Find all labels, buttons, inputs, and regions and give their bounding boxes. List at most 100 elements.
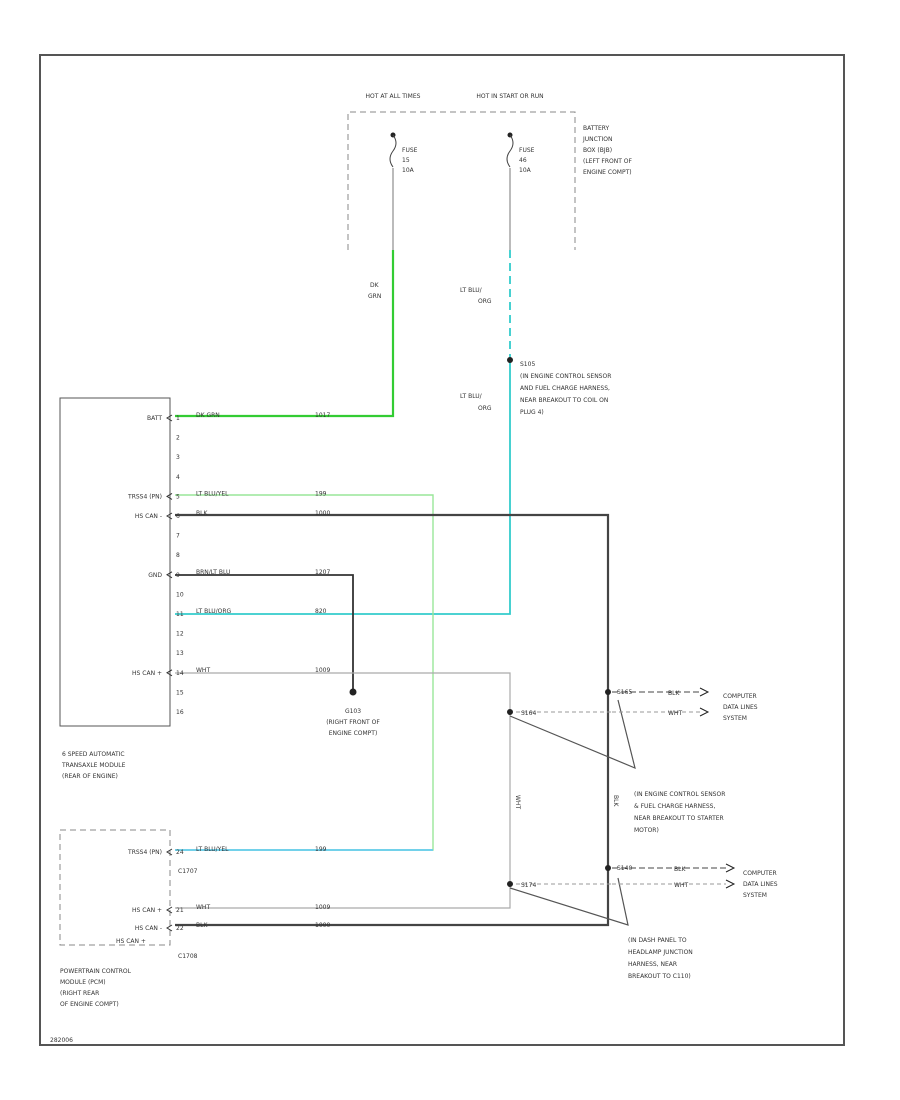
svg-text:DATA LINES: DATA LINES	[723, 704, 758, 711]
svg-text:PLUG 4): PLUG 4)	[520, 409, 544, 416]
pcm-pin-label-24: TRSS4 (PN)	[127, 849, 162, 856]
pcm-name: POWERTRAIN CONTROL MODULE (PCM) (RIGHT R…	[60, 968, 132, 1008]
ground-g103-label: G103 (RIGHT FRONT OF ENGINE COMPT)	[326, 708, 380, 737]
svg-text:FUSE: FUSE	[519, 147, 535, 154]
tcm-pin-label-14: HS CAN +	[132, 670, 162, 677]
svg-text:GRN: GRN	[368, 293, 381, 300]
svg-text:BLK: BLK	[674, 866, 686, 873]
svg-text:6 SPEED AUTOMATIC: 6 SPEED AUTOMATIC	[62, 751, 125, 758]
wire-dkgrn-org	[175, 250, 395, 418]
tcm-pin-color-6: BLK	[196, 510, 208, 517]
svg-text:(RIGHT REAR: (RIGHT REAR	[60, 990, 99, 997]
tcm-pin-circuit-14: 1009	[315, 667, 330, 674]
tcm-pin-label-9: GND	[148, 572, 162, 579]
tcm-pin-circuit-5: 199	[315, 490, 327, 497]
computer-data-lines-lower: BLK WHT COMPUTER DATA LINES SYSTEM	[612, 863, 778, 899]
tcm-pin-num-9: 9	[176, 572, 180, 579]
wire-label-ltblu-org-lower: LT BLU/ ORG	[460, 393, 492, 412]
pcm-pin-num-22: 22	[176, 925, 184, 932]
pcm-pin-color-22: BLK	[196, 922, 208, 929]
hot-in-start-run-label: HOT IN START OR RUN	[476, 93, 543, 100]
svg-text:10A: 10A	[519, 167, 532, 174]
pcm-pin-num-21: 21	[176, 907, 184, 914]
svg-text:15: 15	[402, 157, 410, 164]
wire-label-dkgrn: DK GRN	[368, 282, 381, 300]
pcm-pin-color-24: LT BLU/YEL	[196, 846, 229, 853]
svg-text:10A: 10A	[402, 167, 415, 174]
tcm-module-box	[59, 397, 171, 727]
tcm-pin-label-5: TRSS4 (PN)	[127, 493, 162, 500]
tcm-pin-num-7: 7	[176, 533, 180, 540]
tcm-pin-num-4: 4	[176, 474, 180, 481]
tcm-pin-num-11: 11	[176, 611, 184, 618]
svg-text:DK: DK	[370, 282, 380, 289]
svg-text:SYSTEM: SYSTEM	[743, 892, 767, 899]
wire-brn-ltblu-gnd	[175, 574, 354, 692]
svg-text:AND FUEL CHARGE HARNESS,: AND FUEL CHARGE HARNESS,	[520, 385, 610, 392]
tcm-pin-circuit-9: 1207	[315, 569, 330, 576]
tcm-pin-color-14: WHT	[196, 667, 210, 674]
svg-text:WHT: WHT	[668, 710, 682, 717]
tcm-name: 6 SPEED AUTOMATIC TRANSAXLE MODULE (REAR…	[61, 751, 126, 780]
svg-text:MODULE (PCM): MODULE (PCM)	[60, 979, 106, 986]
svg-text:BATTERY: BATTERY	[583, 125, 610, 132]
computer-data-lines-upper: BLK WHT COMPUTER DATA LINES SYSTEM	[612, 687, 758, 722]
wire-label-ltblu-org-upper: LT BLU/ ORG	[460, 287, 492, 305]
tcm-pin-arrow-9	[166, 571, 173, 579]
pcm-pin-label-22: HS CAN -	[135, 925, 162, 932]
tcm-pin-arrow-5	[166, 492, 173, 500]
tcm-pin-num-2: 2	[176, 435, 180, 442]
tcm-pin-num-15: 15	[176, 689, 184, 696]
svg-text:DATA LINES: DATA LINES	[743, 881, 778, 888]
splice-s164-label: S164	[521, 710, 536, 717]
pcm-pin-circuit-24: 199	[315, 846, 327, 853]
svg-text:OF ENGINE COMPT): OF ENGINE COMPT)	[60, 1001, 119, 1008]
svg-text:LT BLU/: LT BLU/	[460, 287, 483, 294]
tcm-pin-num-12: 12	[176, 631, 184, 638]
tcm-pin-circuit-11: 820	[315, 608, 327, 615]
splice-s174-dot	[507, 881, 513, 887]
tcm-pin-color-9: BRN/LT BLU	[196, 569, 230, 576]
tcm-pin-num-10: 10	[176, 591, 184, 598]
splice-s105-dot	[507, 357, 513, 363]
pcm-pin-num-24: 24	[176, 849, 184, 856]
svg-text:LT BLU/: LT BLU/	[460, 393, 483, 400]
svg-text:HEADLAMP JUNCTION: HEADLAMP JUNCTION	[628, 949, 693, 956]
svg-text:JUNCTION: JUNCTION	[582, 136, 612, 143]
svg-text:ENGINE COMPT): ENGINE COMPT)	[583, 169, 632, 176]
svg-text:ENGINE COMPT): ENGINE COMPT)	[329, 730, 378, 737]
pcm-pin-circuit-22: 1000	[315, 922, 330, 929]
pcm-connector-c1708: C1708	[178, 953, 198, 960]
svg-text:FUSE: FUSE	[402, 147, 418, 154]
wire-wht-hs-can-plus	[175, 672, 511, 909]
svg-text:WHT: WHT	[514, 795, 521, 809]
tcm-pin-num-8: 8	[176, 552, 180, 559]
svg-text:COMPUTER: COMPUTER	[723, 693, 757, 700]
pcm-pin-arrow-22	[166, 924, 173, 932]
svg-text:& FUEL CHARGE HARNESS,: & FUEL CHARGE HARNESS,	[634, 803, 715, 810]
tcm-pin-num-16: 16	[176, 709, 184, 716]
fuse-15-symbol	[389, 134, 397, 168]
tcm-pin-color-5: LT BLU/YEL	[196, 490, 229, 497]
hot-at-all-times-label: HOT AT ALL TIMES	[366, 93, 421, 100]
svg-text:BLK: BLK	[668, 690, 680, 697]
splice-s165-dot	[605, 689, 611, 695]
svg-text:G103: G103	[345, 708, 361, 715]
svg-text:(IN DASH PANEL TO: (IN DASH PANEL TO	[628, 937, 687, 944]
svg-text:TRANSAXLE MODULE: TRANSAXLE MODULE	[61, 762, 126, 769]
svg-text:ORG: ORG	[478, 405, 492, 412]
svg-text:BREAKOUT TO C110): BREAKOUT TO C110)	[628, 973, 691, 980]
tcm-pin-circuit-6: 1000	[315, 510, 330, 517]
splice-s164-dot	[507, 709, 513, 715]
tcm-pin-arrow-1	[166, 414, 173, 422]
svg-text:WHT: WHT	[674, 882, 688, 889]
tcm-pin-color-1: DK GRN	[196, 412, 220, 419]
svg-text:COMPUTER: COMPUTER	[743, 870, 777, 877]
svg-text:(LEFT FRONT OF: (LEFT FRONT OF	[583, 158, 633, 165]
pcm-module-box	[59, 829, 171, 946]
wire-blk-hs-can-minus	[175, 513, 610, 927]
svg-text:HARNESS, NEAR: HARNESS, NEAR	[628, 961, 677, 968]
tcm-pin-label-1: BATT	[147, 415, 162, 422]
splice-s105-note: S105 (IN ENGINE CONTROL SENSOR AND FUEL …	[520, 361, 611, 416]
svg-text:(IN ENGINE CONTROL SENSOR: (IN ENGINE CONTROL SENSOR	[520, 373, 611, 380]
